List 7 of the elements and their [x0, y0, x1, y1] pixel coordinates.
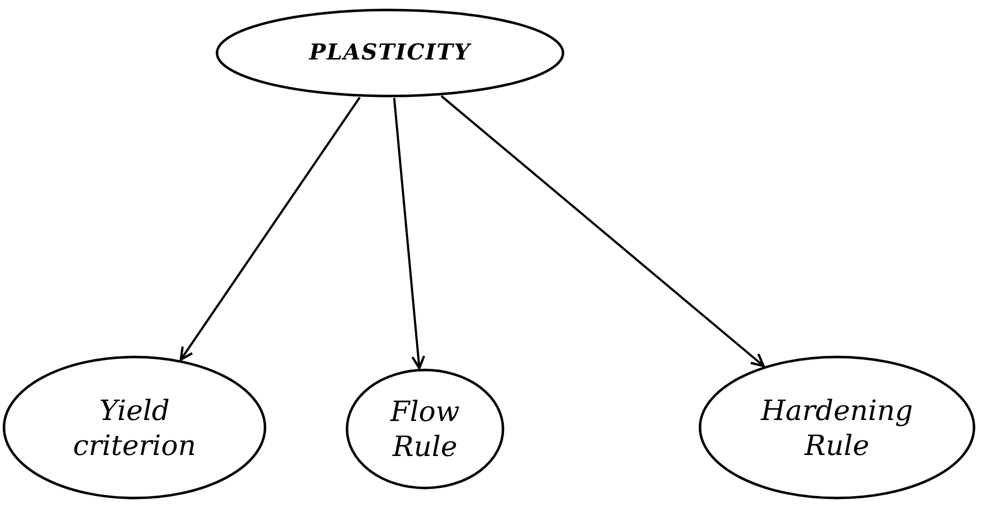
node-label: Flow Rule — [389, 394, 461, 464]
node-label: PLASTICITY — [308, 39, 472, 67]
node-label: Hardening Rule — [760, 392, 914, 462]
arrow — [180, 96, 361, 361]
node-label: Yield criterion — [72, 392, 198, 462]
arrow — [440, 95, 765, 368]
arrow — [393, 98, 426, 370]
